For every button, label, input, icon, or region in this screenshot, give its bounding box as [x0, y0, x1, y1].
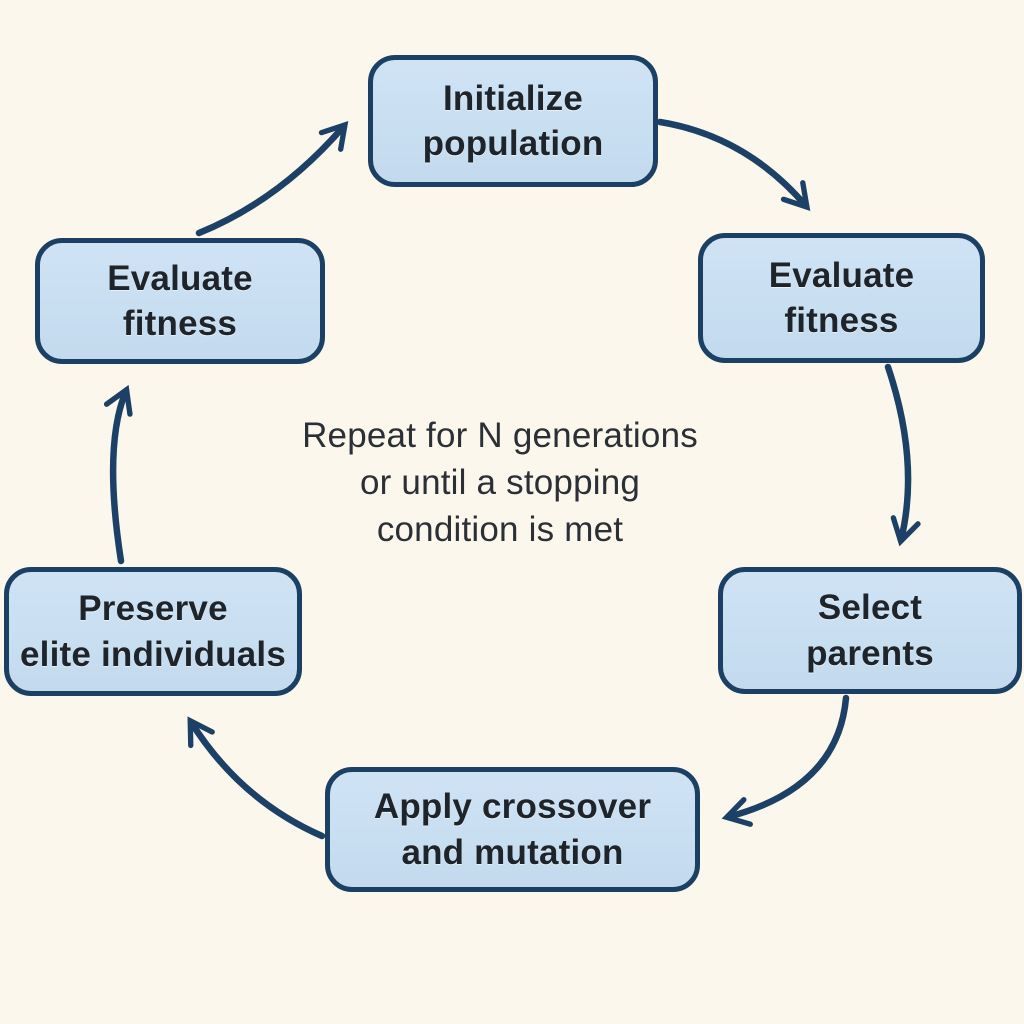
node-label-select-parents: Select parents [806, 588, 934, 673]
node-label-preserve-elite-individuals: Preserve elite individuals [20, 589, 286, 674]
node-preserve-elite-individuals: Preserve elite individuals [4, 567, 302, 696]
node-evaluate-fitness-left: Evaluate fitness [35, 238, 325, 364]
arrow-evaluate-to-initialize [195, 121, 349, 237]
node-apply-crossover-mutation: Apply crossover and mutation [325, 767, 700, 892]
node-label-evaluate-fitness-right: Evaluate fitness [768, 255, 915, 341]
node-label-initialize-population: Initialize population [422, 78, 604, 164]
node-label-evaluate-fitness-left: Evaluate fitness [107, 258, 253, 344]
arrow-select-to-crossover [721, 694, 850, 827]
node-select-parents: Select parents [718, 567, 1022, 694]
center-note: Repeat for N generations or until a stop… [302, 416, 698, 549]
arrow-crossover-to-preserve [187, 716, 326, 840]
arrow-initialize-to-evaluate [656, 118, 811, 212]
node-label-apply-crossover-mutation: Apply crossover and mutation [373, 787, 652, 872]
node-evaluate-fitness-right: Evaluate fitness [698, 233, 985, 363]
node-initialize-population: Initialize population [368, 55, 658, 187]
